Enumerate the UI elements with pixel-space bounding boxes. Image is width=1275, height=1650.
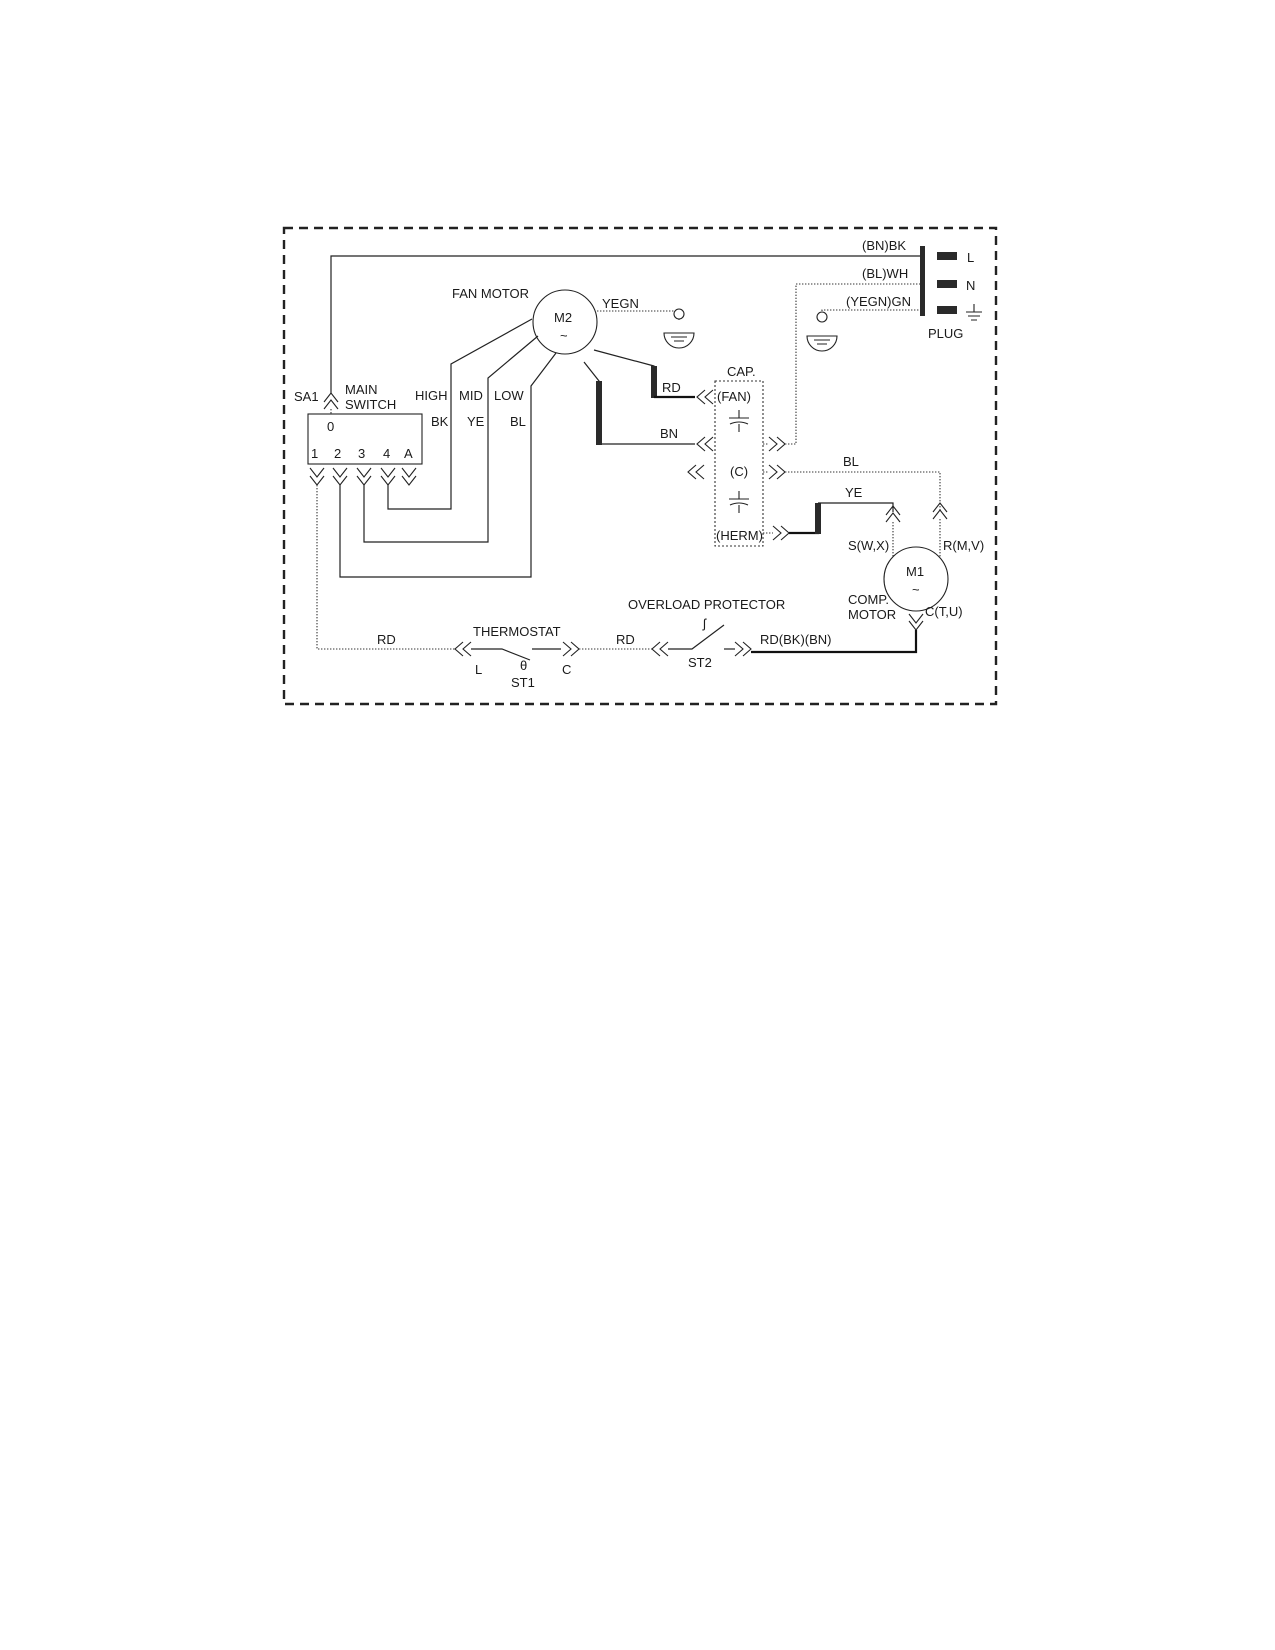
overload-st2: ST2: [688, 655, 712, 670]
plug: L N PLUG: [920, 246, 982, 341]
fan-motor-ground-wire-label: YEGN: [602, 296, 639, 311]
fan-ground-terminal: [673, 308, 685, 320]
thermostat: THERMOSTAT θ L ST1 C: [454, 624, 580, 690]
label-rd-mid: RD: [616, 632, 635, 647]
label-high: HIGH: [415, 388, 448, 403]
label-rd-cap: RD: [662, 380, 681, 395]
main-switch: MAIN SWITCH SA1 0 1 2 3 4 A: [294, 382, 423, 486]
wire-neutral: [785, 283, 922, 445]
switch-terminal-1: 1: [311, 446, 318, 461]
plug-wire-gn-label: (YEGN)GN: [846, 294, 911, 309]
compressor-label-motor: MOTOR: [848, 607, 896, 622]
wire-rd-right: [751, 630, 918, 654]
thermostat-l-terminal: L: [475, 662, 482, 677]
wire-comp-ye: [789, 503, 820, 535]
fan-motor-tilde: ~: [560, 328, 568, 343]
wire-mid: [363, 335, 539, 543]
compressor-label-comp: COMP.: [848, 592, 889, 607]
fan-motor: M2 ~ FAN MOTOR: [452, 286, 598, 355]
wire-fan-rd: [593, 349, 655, 397]
thermostat-c-terminal: C: [562, 662, 571, 677]
compressor-id: M1: [906, 564, 924, 579]
plug-earth-icon: [966, 304, 982, 321]
label-bk: BK: [431, 414, 449, 429]
compressor-r-terminal: R(M,V): [943, 538, 984, 553]
diagram-frame: [282, 226, 998, 706]
switch-terminal-a: A: [404, 446, 413, 461]
capacitor: CAP. (FAN) (C) (HERM): [687, 364, 790, 547]
wire-line-l: [330, 255, 922, 393]
label-rd-left: RD: [377, 632, 396, 647]
fan-motor-id: M2: [554, 310, 572, 325]
compressor-c-terminal: C(T,U): [925, 604, 963, 619]
fan-motor-label: FAN MOTOR: [452, 286, 529, 301]
label-mid: MID: [459, 388, 483, 403]
overload-protector-label: OVERLOAD PROTECTOR: [628, 597, 785, 612]
plug-pin-l: [937, 252, 957, 260]
thermostat-label: THERMOSTAT: [473, 624, 561, 639]
capacitor-herm-terminal: (HERM): [716, 528, 763, 543]
capacitor-c-terminal: (C): [730, 464, 748, 479]
sa1-label: SA1: [294, 389, 319, 404]
overload-protector: OVERLOAD PROTECTOR ʃ ST2: [628, 597, 785, 670]
plug-pin-n: [937, 280, 957, 288]
switch-terminal-4: 4: [383, 446, 390, 461]
plug-wire-wh-label: (BL)WH: [862, 266, 908, 281]
switch-terminal-2: 2: [334, 446, 341, 461]
label-bl-comp: BL: [843, 454, 859, 469]
plug-ground-terminal: [816, 311, 828, 323]
switch-terminal-3: 3: [358, 446, 365, 461]
plug-label-l: L: [967, 250, 974, 265]
label-bn: BN: [660, 426, 678, 441]
label-bl: BL: [510, 414, 526, 429]
thermostat-theta: θ: [520, 658, 527, 673]
wire-rd-left: [316, 485, 455, 650]
switch-terminal-0: 0: [327, 419, 334, 434]
plug-pin-ground: [937, 306, 957, 314]
compressor-s-terminal: S(W,X): [848, 538, 889, 553]
capacitor-label: CAP.: [727, 364, 756, 379]
compressor-tilde: ~: [912, 582, 920, 597]
plug-wire-bk-label: (BN)BK: [862, 238, 906, 253]
wire-comp-bl: [785, 471, 941, 510]
overload-symbol: ʃ: [702, 616, 707, 631]
label-low: LOW: [494, 388, 524, 403]
label-rd-right: RD(BK)(BN): [760, 632, 832, 647]
compressor-motor: M1 ~ S(W,X) R(M,V) COMP. MOTOR C(T,U): [848, 538, 984, 631]
main-switch-label-switch: SWITCH: [345, 397, 396, 412]
plug-label: PLUG: [928, 326, 963, 341]
wire-high: [387, 318, 533, 510]
main-switch-label-main: MAIN: [345, 382, 378, 397]
capacitor-fan-terminal: (FAN): [717, 389, 751, 404]
thermostat-st1: ST1: [511, 675, 535, 690]
wire-ground: [821, 309, 922, 314]
plug-label-n: N: [966, 278, 975, 293]
label-ye: YE: [467, 414, 485, 429]
label-ye-comp: YE: [845, 485, 863, 500]
wire-low: [339, 352, 557, 578]
